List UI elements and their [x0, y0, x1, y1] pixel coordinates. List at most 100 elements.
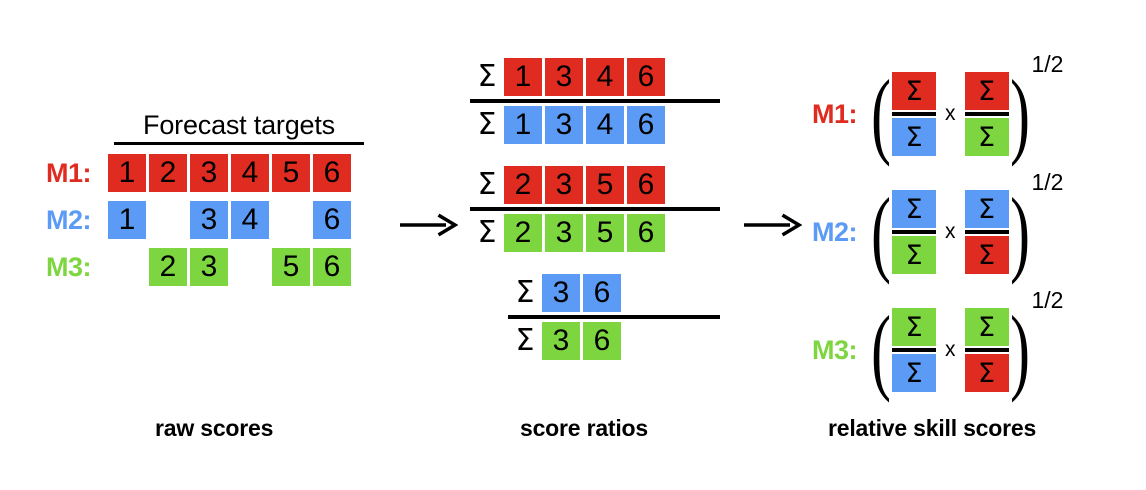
sigma-cell-numerator: Σ [892, 190, 936, 228]
exponent-label: 1/2 [1031, 169, 1064, 195]
ratio-score-cell: 1 [504, 58, 542, 96]
ratio-score-cell: 3 [545, 214, 583, 252]
score-cell: 6 [313, 201, 351, 239]
sigma-symbol: Σ [477, 59, 497, 94]
score-cell: 1 [108, 154, 146, 192]
ratio-score-cell: 6 [627, 58, 665, 96]
exponent-label: 1/2 [1031, 287, 1064, 313]
skill-label-m3: M3: [812, 334, 858, 365]
fraction-bar [892, 112, 936, 116]
score-cell-empty [231, 248, 269, 286]
forecast-targets-heading: Forecast targets [114, 110, 364, 145]
score-cell: 5 [272, 248, 310, 286]
ratio-score-cell: 5 [586, 166, 624, 204]
sigma-cell-denominator: Σ [964, 236, 1009, 274]
score-cell: 6 [313, 154, 351, 192]
sigma-symbol: Σ [477, 107, 497, 142]
score-cell: 5 [272, 154, 310, 192]
score-cell: 3 [190, 248, 228, 286]
ratio-score-cell: 6 [627, 166, 665, 204]
fraction-bar [470, 207, 720, 211]
raw-label-m2: M2: [46, 204, 92, 235]
paren-open: ( [871, 295, 891, 403]
score-cell-empty [108, 248, 146, 286]
arrow-right-icon-2 [744, 213, 802, 237]
sigma-cell-denominator: Σ [892, 354, 936, 392]
ratio-score-cell: 6 [583, 322, 621, 360]
sigma-cell-numerator: Σ [892, 72, 936, 110]
ratio-score-cell: 4 [586, 58, 624, 96]
arrow-right-icon-1 [400, 213, 458, 237]
sigma-symbol: Σ [477, 167, 497, 202]
sigma-cell-numerator: Σ [964, 72, 1009, 110]
raw-label-m3: M3: [46, 251, 92, 282]
skill-label-m1: M1: [812, 98, 858, 129]
caption-score-ratios: score ratios [520, 415, 648, 441]
sigma-cell-denominator: Σ [892, 236, 936, 274]
raw-label-m1: M1: [46, 157, 92, 188]
sigma-symbol: Σ [515, 275, 535, 310]
fraction-bar [470, 99, 720, 103]
sigma-cell-numerator: Σ [892, 308, 936, 346]
paren-open: ( [871, 59, 891, 167]
sigma-cell-denominator: Σ [892, 118, 936, 156]
ratio-score-cell: 3 [545, 106, 583, 144]
multiplication-symbol: x [945, 220, 956, 243]
score-cell-empty [149, 201, 187, 239]
score-cell: 4 [231, 201, 269, 239]
ratio-score-cell: 1 [504, 106, 542, 144]
score-cell: 1 [108, 201, 146, 239]
paren-open: ( [871, 177, 891, 285]
paren-close: ) [1009, 295, 1030, 403]
multiplication-symbol: x [945, 338, 956, 361]
fraction-bar [892, 230, 936, 234]
score-cell: 3 [190, 154, 228, 192]
sigma-symbol: Σ [477, 215, 497, 250]
fraction-bar [964, 112, 1009, 116]
ratio-score-cell: 2 [504, 166, 542, 204]
ratio-score-cell: 5 [586, 214, 624, 252]
multiplication-symbol: x [945, 102, 956, 125]
sigma-cell-denominator: Σ [964, 354, 1009, 392]
score-cell: 4 [231, 154, 269, 192]
paren-close: ) [1009, 177, 1030, 285]
sigma-symbol: Σ [515, 323, 535, 358]
ratio-score-cell: 4 [586, 106, 624, 144]
ratio-score-cell: 6 [627, 214, 665, 252]
sigma-cell-numerator: Σ [964, 190, 1009, 228]
sigma-cell-numerator: Σ [964, 308, 1009, 346]
exponent-label: 1/2 [1031, 51, 1064, 77]
ratio-score-cell: 3 [545, 166, 583, 204]
ratio-score-cell: 3 [545, 58, 583, 96]
fraction-bar [964, 348, 1009, 352]
